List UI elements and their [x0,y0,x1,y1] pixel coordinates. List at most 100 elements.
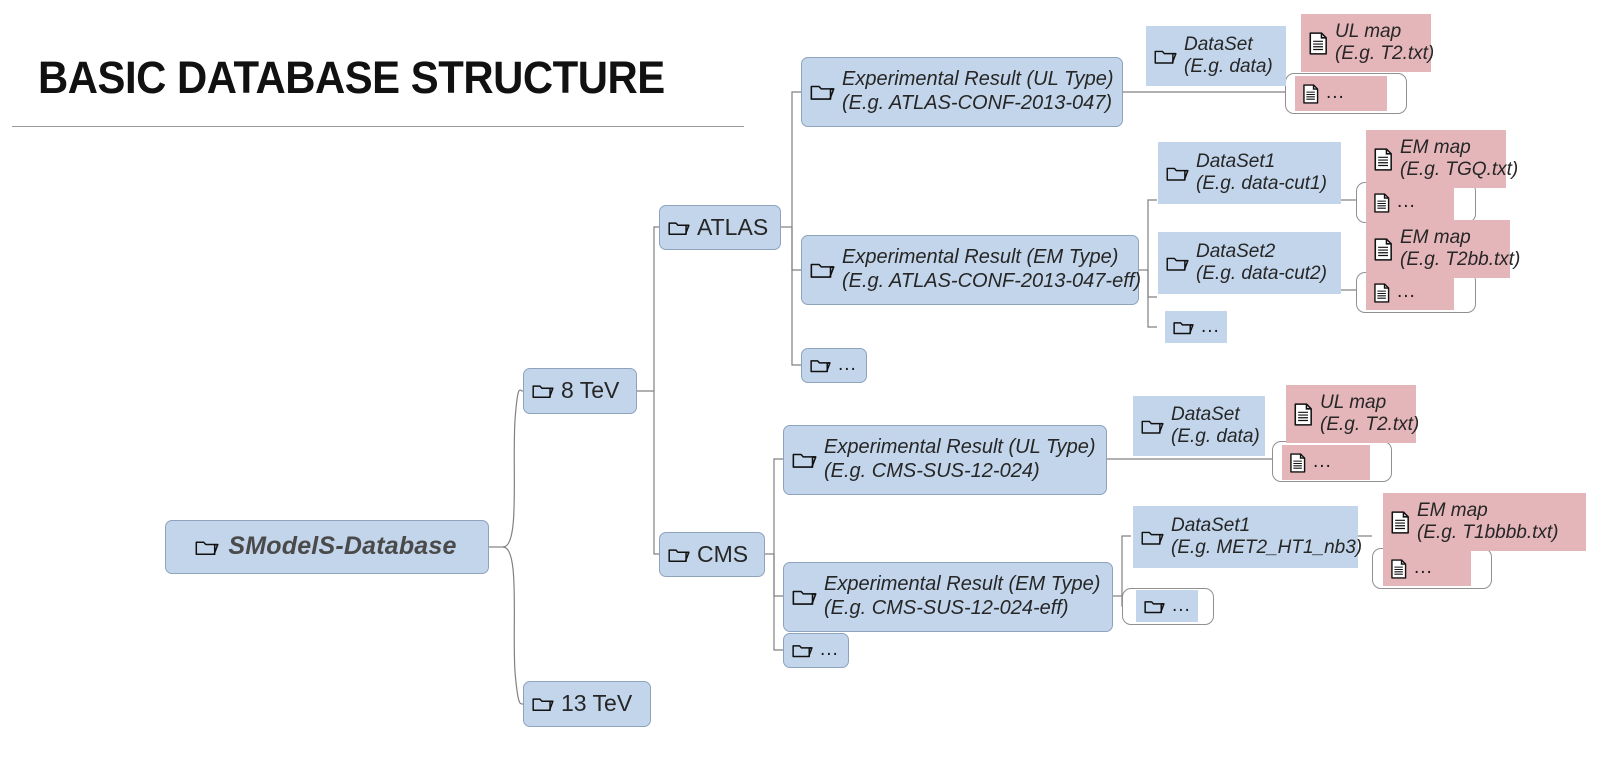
node-label: Experimental Result (UL Type) (E.g. ATLA… [842,68,1114,115]
node-cms-ul-dataset[interactable]: DataSet (E.g. data) [1133,396,1265,456]
folder-icon [195,538,219,557]
node-8-tev[interactable]: 8 TeV [523,368,637,414]
node-13-tev[interactable]: 13 TeV [523,681,651,727]
title-divider [12,126,744,127]
node-label: DataSet1 (E.g. MET2_HT1_nb3) [1171,515,1362,560]
document-icon [1374,282,1390,303]
node-cms-em-dataset1[interactable]: DataSet1 (E.g. MET2_HT1_nb3) [1133,506,1362,568]
node-label-line2: (E.g. data) [1171,426,1260,447]
node-label: Experimental Result (EM Type) (E.g. CMS-… [824,573,1100,620]
node-label-line1: EM map [1400,136,1471,158]
folder-icon [1166,164,1189,183]
node-label-line2: (E.g. MET2_HT1_nb3) [1171,537,1363,558]
document-icon [1309,31,1328,55]
node-atlas-ul-map-more[interactable]: ... [1295,76,1387,111]
node-label-line2: (E.g. T2.txt) [1335,43,1435,64]
node-cms-em-dataset-more[interactable]: ... [1136,590,1198,622]
node-label: DataSet (E.g. data) [1171,404,1260,449]
node-cms-result-more[interactable]: ... [783,633,849,668]
node-atlas-ul-dataset[interactable]: DataSet (E.g. data) [1146,26,1286,86]
node-label-line1: UL map [1320,391,1387,413]
node-label: ATLAS [697,213,769,240]
node-cms-ul-map[interactable]: UL map (E.g. T2.txt) [1286,385,1419,443]
node-atlas-ul-map[interactable]: UL map (E.g. T2.txt) [1301,14,1434,72]
node-label-line2: (E.g. TGQ.txt) [1400,159,1519,180]
node-cms[interactable]: CMS [659,532,765,577]
node-label: DataSet (E.g. data) [1184,34,1273,79]
node-label: EM map (E.g. TGQ.txt) [1400,137,1518,182]
node-label-line1: Experimental Result (UL Type) [824,436,1096,459]
folder-icon [1154,47,1177,66]
node-label: ... [1172,594,1191,616]
document-icon [1303,83,1319,104]
document-icon [1374,237,1393,261]
node-label-line2: (E.g. T1bbbb.txt) [1417,522,1559,543]
folder-icon [1173,319,1194,336]
node-cms-em-map1-more[interactable]: ... [1383,551,1471,586]
node-atlas-em-map1[interactable]: EM map (E.g. TGQ.txt) [1366,130,1518,188]
node-label: ... [1326,82,1345,104]
folder-icon [1141,417,1164,436]
node-label-line2: (E.g. data-cut1) [1196,173,1327,194]
node-label: ... [1397,281,1416,303]
document-icon [1374,147,1393,171]
node-atlas-result-more[interactable]: ... [801,348,867,383]
node-label: UL map (E.g. T2.txt) [1335,21,1434,66]
node-label-line1: Experimental Result (EM Type) [842,246,1119,269]
node-atlas-em-dataset-more[interactable]: ... [1165,311,1227,343]
node-label: Experimental Result (EM Type) (E.g. ATLA… [842,246,1141,293]
node-atlas-em-map2[interactable]: EM map (E.g. T2bb.txt) [1366,220,1520,278]
node-cms-em-map1[interactable]: EM map (E.g. T1bbbb.txt) [1383,493,1586,551]
node-label: ... [1397,191,1416,213]
folder-icon [1166,254,1189,273]
folder-icon [1144,598,1165,615]
node-label-line1: DataSet1 [1171,514,1251,536]
folder-icon [532,695,554,713]
node-label-line1: EM map [1417,499,1488,521]
node-label-line1: DataSet2 [1196,240,1276,262]
node-atlas-em-dataset1[interactable]: DataSet1 (E.g. data-cut1) [1158,142,1341,204]
node-label-line1: DataSet [1184,33,1253,55]
node-label: CMS [697,540,749,567]
node-atlas-result-ul[interactable]: Experimental Result (UL Type) (E.g. ATLA… [801,57,1123,127]
node-label: EM map (E.g. T1bbbb.txt) [1417,500,1559,545]
node-label-line2: (E.g. T2.txt) [1320,414,1420,435]
folder-icon [792,450,817,470]
node-cms-ul-map-more[interactable]: ... [1282,445,1370,480]
folder-icon [810,260,835,280]
page-title: BASIC DATABASE STRUCTURE [38,52,665,103]
node-atlas-em-dataset2[interactable]: DataSet2 (E.g. data-cut2) [1158,232,1341,294]
node-label: ... [820,639,839,661]
node-label-line2: (E.g. data) [1184,56,1273,77]
node-label: 8 TeV [561,377,620,404]
folder-icon [810,357,831,374]
node-label-line1: EM map [1400,226,1471,248]
node-label-line2: (E.g. CMS-SUS-12-024) [824,460,1040,482]
node-label: ... [1414,557,1433,579]
node-atlas-em-map1-more[interactable]: ... [1366,185,1454,220]
node-atlas[interactable]: ATLAS [659,205,781,250]
node-cms-result-em[interactable]: Experimental Result (EM Type) (E.g. CMS-… [783,562,1113,632]
folder-icon [1141,528,1164,547]
node-label: ... [1201,315,1220,337]
node-label-line1: DataSet1 [1196,150,1276,172]
node-label: 13 TeV [561,690,633,717]
node-label: EM map (E.g. T2bb.txt) [1400,227,1520,272]
folder-icon [792,587,817,607]
node-label: UL map (E.g. T2.txt) [1320,392,1419,437]
node-label-line2: (E.g. ATLAS-CONF-2013-047) [842,92,1113,114]
node-smodels-database[interactable]: SModelS-Database [165,520,489,574]
node-label-line2: (E.g. CMS-SUS-12-024-eff) [824,597,1069,619]
node-atlas-em-map2-more[interactable]: ... [1366,275,1454,310]
document-icon [1294,402,1313,426]
folder-icon [668,219,690,237]
document-icon [1391,510,1410,534]
node-label-line2: (E.g. T2bb.txt) [1400,249,1521,270]
node-cms-result-ul[interactable]: Experimental Result (UL Type) (E.g. CMS-… [783,425,1107,495]
node-atlas-result-em[interactable]: Experimental Result (EM Type) (E.g. ATLA… [801,235,1141,305]
folder-icon [532,382,554,400]
document-icon [1374,192,1390,213]
node-label-line1: Experimental Result (UL Type) [842,68,1114,91]
folder-icon [792,642,813,659]
